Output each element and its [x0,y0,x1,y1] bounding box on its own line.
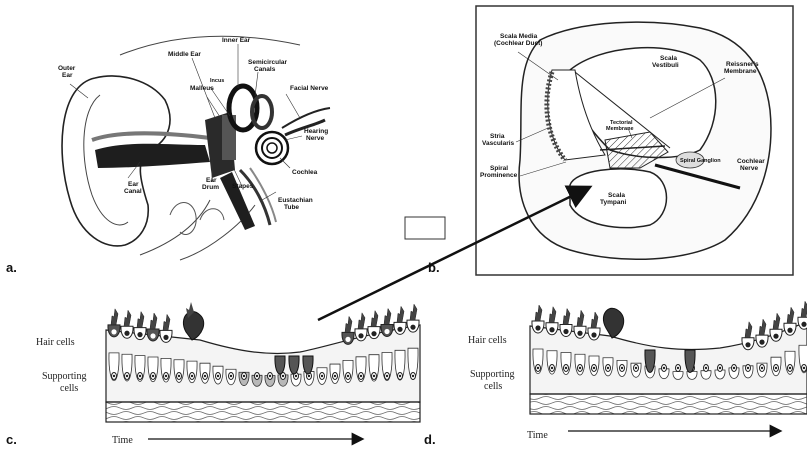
hair-cell [742,322,754,350]
label-eustachian-tube: Eustachian Tube [278,197,315,211]
hair-cell [342,316,354,344]
regenerating-cell [645,350,655,373]
hair-cell [355,313,367,341]
hair-cell [134,312,146,340]
panel-c-epithelium: Hair cells Supporting cells Time c. [6,302,420,447]
panel-b-cochlea-section: Scala Media (Cochlear Duct) Scala Vestib… [428,6,793,275]
label-hair-cells-d: Hair cells [468,335,507,346]
label-malleus: Malleus [190,85,214,92]
hair-cell [147,313,159,341]
hair-cell [770,313,782,341]
cochlea-spiral [256,132,288,164]
panel-c-letter: c. [6,432,17,447]
label-middle-ear: Middle Ear [168,51,201,58]
label-tectorial-membrane: Tectorial Membrane [606,120,634,132]
label-time-c: Time [112,435,133,446]
hair-cell [381,309,393,337]
label-stapes: Stapes [232,183,254,190]
hair-cell [784,307,796,335]
label-hearing-nerve: Hearing Nerve [304,128,330,142]
regenerating-cell [289,356,299,374]
label-hair-cells-c: Hair cells [36,337,75,348]
regenerating-cell [275,356,285,374]
panel-a-letter: a. [6,260,17,275]
basement-membrane-d [530,394,807,414]
extruded-hair-cell [183,302,203,340]
label-facial-nerve: Facial Nerve [290,85,329,92]
hair-cell [532,305,544,333]
regenerating-cell [303,356,313,374]
hair-cell [756,319,768,347]
label-inner-ear: Inner Ear [222,37,251,44]
hair-cell [407,304,419,332]
panel-d-epithelium: Hair cells Supporting cells Time d. [424,301,807,447]
hair-cell [588,312,600,340]
panel-a-ear-anatomy: Outer Ear Middle Ear Inner Ear Semicircu… [6,36,330,275]
label-semicircular-canals: Semicircular Canals [248,59,289,73]
hair-cell [394,306,406,334]
ear-canal-shape [95,144,210,168]
label-reissners-membrane: Reissner's Membrane [724,61,760,75]
label-supporting-cells-d: Supporting cells [470,369,517,392]
label-ear-canal: Ear Canal [124,181,142,195]
hair-cell [160,314,172,342]
panel-d-letter: d. [424,432,436,447]
label-time-d: Time [527,430,548,441]
label-spiral-ganglion: Spiral Ganglion [680,158,721,164]
empty-box [405,217,445,239]
label-outer-ear: Outer Ear [58,65,77,79]
label-ear-drum: Ear Drum [202,177,219,191]
epithelium-d [530,322,807,394]
extruded-hair-cell [603,308,623,338]
hair-cell [368,311,380,339]
label-incus: Incus [210,78,224,84]
hair-cell [560,309,572,337]
basement-membrane-c [106,402,420,422]
supporting-cell [291,373,301,387]
hair-cell [121,310,133,338]
hair-cell [574,310,586,338]
hair-cell [798,301,807,329]
label-scala-media: Scala Media (Cochlear Duct) [494,33,542,47]
hair-cell [108,309,120,337]
supporting-cell [278,373,288,387]
label-supporting-cells-c: Supporting cells [42,371,89,394]
hair-cell [546,307,558,335]
supporting-cell [743,365,753,378]
regenerating-cell [685,350,695,373]
label-cochlea: Cochlea [292,169,318,176]
